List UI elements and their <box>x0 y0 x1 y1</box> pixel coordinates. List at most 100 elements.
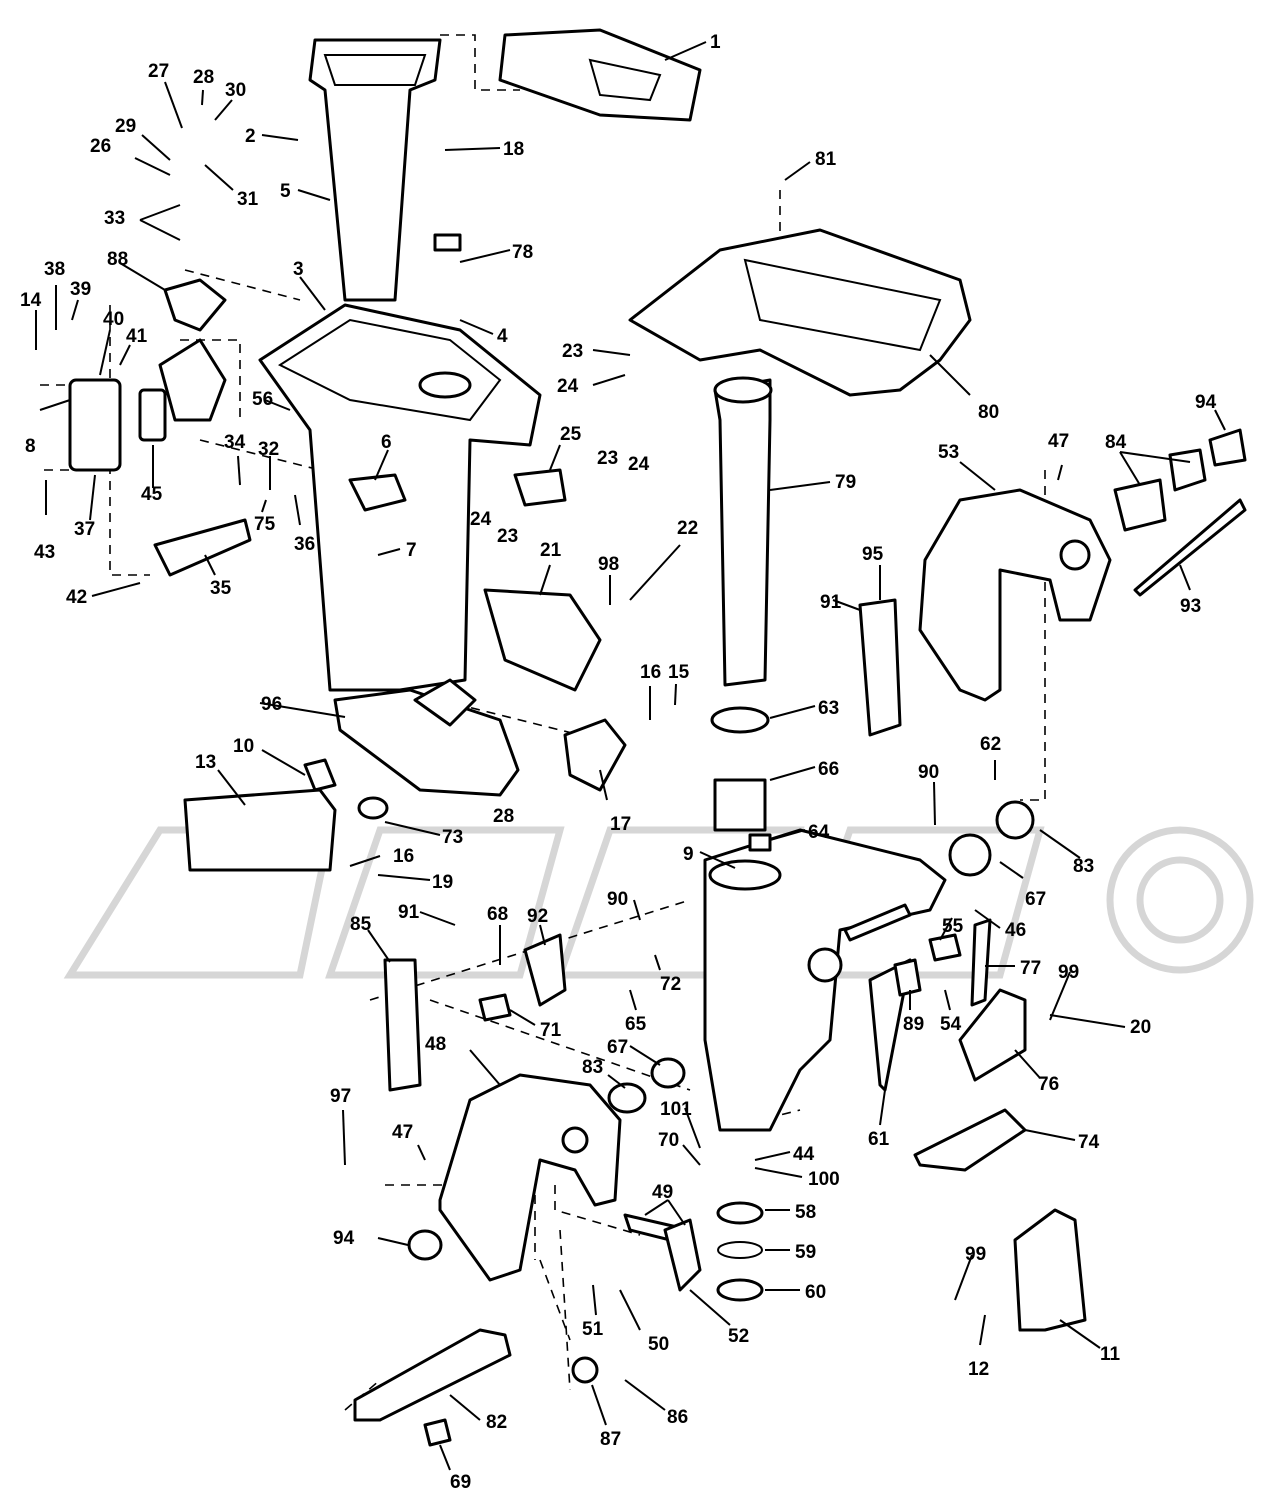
callout-79: 79 <box>835 472 856 493</box>
callout-97: 97 <box>330 1086 351 1107</box>
callout-73: 73 <box>442 827 463 848</box>
callout-94b: 94 <box>333 1228 355 1249</box>
callout-99: 99 <box>1058 962 1079 983</box>
callout-16b: 16 <box>393 846 414 867</box>
callout-40: 40 <box>103 309 124 330</box>
part-callouts: 1 2 3 4 5 6 7 8 9 10 11 12 13 14 15 16 1… <box>20 32 1217 1493</box>
callout-47b: 47 <box>392 1122 413 1143</box>
callout-66: 66 <box>818 759 839 780</box>
callout-48: 48 <box>425 1034 446 1055</box>
steering-tube-79 <box>713 376 773 687</box>
callout-89: 89 <box>903 1014 924 1035</box>
callout-38: 38 <box>44 259 65 280</box>
callout-28b: 28 <box>493 806 514 827</box>
callout-100: 100 <box>808 1169 840 1190</box>
callout-62: 62 <box>980 734 1001 755</box>
callout-23c: 23 <box>497 526 518 547</box>
callout-68: 68 <box>487 904 508 925</box>
callout-70: 70 <box>658 1130 679 1151</box>
callout-82: 82 <box>486 1412 507 1433</box>
callout-78: 78 <box>512 242 533 263</box>
callout-93: 93 <box>1180 596 1201 617</box>
callout-14: 14 <box>20 290 42 311</box>
callout-4: 4 <box>497 326 508 347</box>
callout-96: 96 <box>261 694 282 715</box>
anti-cavitation-plate <box>333 678 520 797</box>
callout-45: 45 <box>141 484 163 505</box>
callout-51: 51 <box>582 1319 604 1340</box>
callout-88: 88 <box>107 249 128 270</box>
callout-23b: 23 <box>597 448 618 469</box>
callout-7: 7 <box>406 540 417 561</box>
callout-83: 83 <box>1073 856 1094 877</box>
callout-20: 20 <box>1130 1017 1151 1038</box>
callout-13: 13 <box>195 752 216 773</box>
swivel-bracket-9 <box>703 828 947 1132</box>
callout-28: 28 <box>193 67 214 88</box>
callout-91b: 91 <box>398 902 420 923</box>
callout-47: 47 <box>1048 431 1069 452</box>
callout-49: 49 <box>652 1182 673 1203</box>
callout-71: 71 <box>540 1020 562 1041</box>
callout-65: 65 <box>625 1014 647 1035</box>
callout-39: 39 <box>70 279 91 300</box>
callout-17: 17 <box>610 814 631 835</box>
callout-25: 25 <box>560 424 582 445</box>
callout-80: 80 <box>978 402 999 423</box>
callout-34: 34 <box>224 432 246 453</box>
callout-15: 15 <box>668 662 690 683</box>
callout-22: 22 <box>677 518 698 539</box>
callout-74: 74 <box>1078 1132 1100 1153</box>
callout-9: 9 <box>683 844 694 865</box>
callout-3: 3 <box>293 259 304 280</box>
stern-bracket-53 <box>918 488 1112 702</box>
callout-67b: 67 <box>607 1037 628 1058</box>
callout-76: 76 <box>1038 1074 1059 1095</box>
callout-44: 44 <box>793 1144 815 1165</box>
callout-46: 46 <box>1005 920 1026 941</box>
callout-27: 27 <box>148 61 169 82</box>
callout-24: 24 <box>557 376 579 397</box>
leader-lines <box>35 41 1226 1471</box>
callout-21: 21 <box>540 540 562 561</box>
callout-8: 8 <box>25 436 36 457</box>
stern-bracket-48 <box>438 1073 622 1282</box>
exhaust-housing <box>308 38 442 302</box>
callout-26: 26 <box>90 136 111 157</box>
callout-33: 33 <box>104 208 125 229</box>
callout-101: 101 <box>660 1099 692 1120</box>
callout-29: 29 <box>115 116 136 137</box>
callout-64: 64 <box>808 822 830 843</box>
callout-67: 67 <box>1025 889 1046 910</box>
callout-72: 72 <box>660 974 681 995</box>
small-parts <box>68 233 1247 1447</box>
callout-90b: 90 <box>607 889 628 910</box>
callout-37: 37 <box>74 519 95 540</box>
callout-94: 94 <box>1195 392 1217 413</box>
gasket-1 <box>498 28 702 122</box>
callout-56: 56 <box>252 389 273 410</box>
callout-60: 60 <box>805 1282 826 1303</box>
callout-10: 10 <box>233 736 254 757</box>
callout-87: 87 <box>600 1429 621 1450</box>
callout-99b: 99 <box>965 1244 986 1265</box>
callout-52: 52 <box>728 1326 749 1347</box>
callout-58: 58 <box>795 1202 816 1223</box>
callout-81: 81 <box>815 149 837 170</box>
callout-19: 19 <box>432 872 453 893</box>
callout-85: 85 <box>350 914 372 935</box>
callout-84: 84 <box>1105 432 1127 453</box>
callout-30: 30 <box>225 80 246 101</box>
bracket-11 <box>1013 1208 1087 1332</box>
callout-86: 86 <box>667 1407 688 1428</box>
callout-16: 16 <box>640 662 661 683</box>
callout-36: 36 <box>294 534 315 555</box>
callout-55: 55 <box>942 916 964 937</box>
callout-91: 91 <box>820 592 842 613</box>
callout-95: 95 <box>862 544 884 565</box>
cover-13 <box>183 788 337 872</box>
callout-42: 42 <box>66 587 87 608</box>
callout-31: 31 <box>237 189 259 210</box>
callout-98: 98 <box>598 554 619 575</box>
